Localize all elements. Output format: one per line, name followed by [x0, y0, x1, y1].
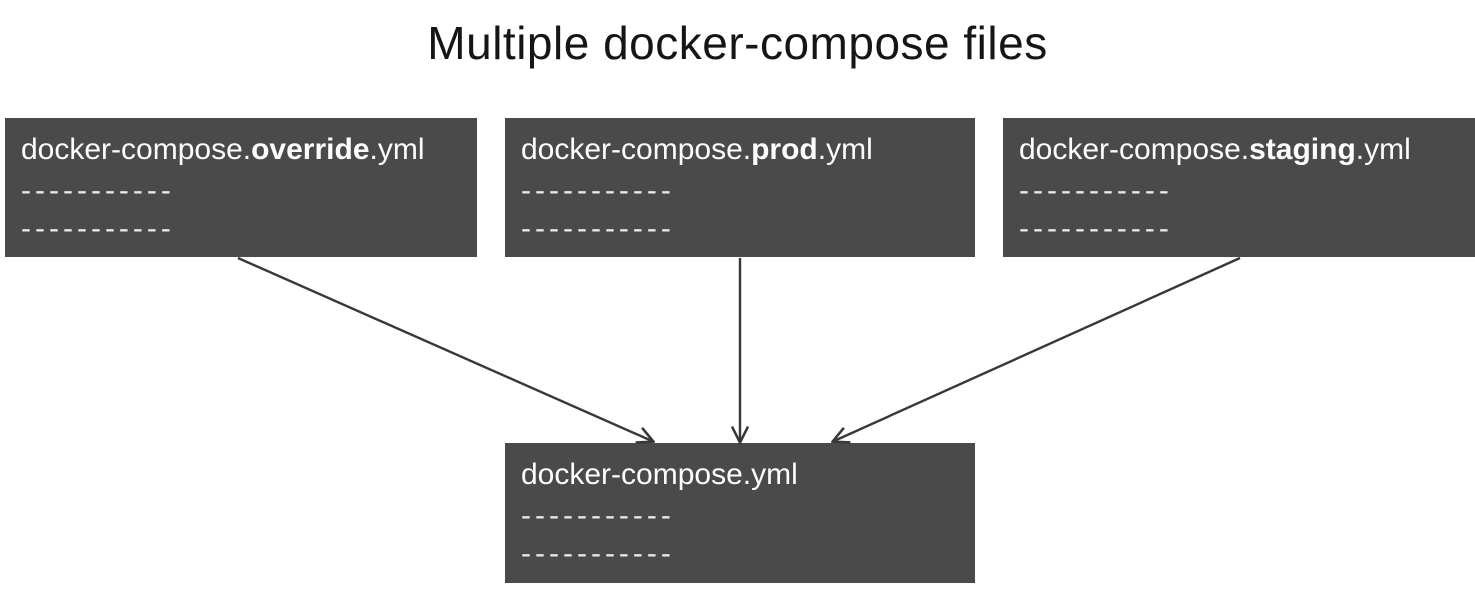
- node-docker-compose-prod: docker-compose.prod.yml ----------- ----…: [505, 118, 975, 257]
- diagram-title: Multiple docker-compose files: [427, 17, 1048, 69]
- filename-suffix: .yml: [1355, 133, 1411, 166]
- placeholder-line: -----------: [521, 537, 675, 570]
- node-docker-compose-staging: docker-compose.staging.yml ----------- -…: [1003, 118, 1475, 257]
- arrow-override-to-base: [237, 256, 652, 441]
- filename-variant: override: [251, 133, 370, 166]
- filename-prefix: docker-compose.: [21, 133, 252, 166]
- filename-variant: staging: [1249, 133, 1356, 166]
- filename-prefix: docker-compose.yml: [521, 458, 798, 491]
- filename-variant: prod: [751, 133, 818, 166]
- node-docker-compose-override: docker-compose.override.yml ----------- …: [5, 118, 477, 257]
- filename-override: docker-compose.override.yml: [21, 128, 461, 172]
- filename-staging: docker-compose.staging.yml: [1019, 128, 1459, 172]
- placeholder-line: -----------: [521, 212, 675, 245]
- placeholder-line: -----------: [21, 212, 175, 245]
- placeholder-line: -----------: [21, 174, 175, 207]
- node-docker-compose-base: docker-compose.yml ----------- ---------…: [505, 443, 975, 583]
- filename-suffix: .yml: [369, 133, 425, 166]
- filename-suffix: .yml: [817, 133, 873, 166]
- placeholder-line: -----------: [1019, 212, 1173, 245]
- filename-prefix: docker-compose.: [1019, 133, 1250, 166]
- placeholder-line: -----------: [1019, 174, 1173, 207]
- filename-prod: docker-compose.prod.yml: [521, 128, 959, 172]
- arrow-staging-to-base: [834, 256, 1241, 441]
- placeholder-line: -----------: [521, 499, 675, 532]
- filename-prefix: docker-compose.: [521, 133, 752, 166]
- placeholder-line: -----------: [521, 174, 675, 207]
- filename-base: docker-compose.yml: [521, 453, 959, 497]
